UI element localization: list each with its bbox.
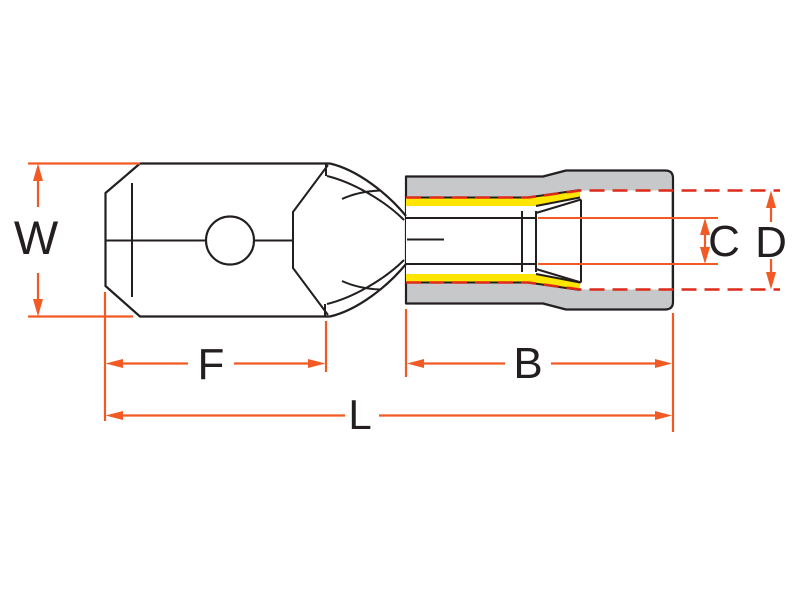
w-arrowhead-down xyxy=(33,299,43,317)
dimension-b-label: B xyxy=(513,339,542,388)
wing-bottom-seam-curve xyxy=(341,280,381,291)
insulation-sleeve xyxy=(404,169,675,311)
d-arrowhead-down xyxy=(766,272,776,290)
dimension-w: W xyxy=(14,162,140,318)
barrel-flare-top xyxy=(535,198,582,214)
dimension-d-label: D xyxy=(755,218,787,267)
dimension-c: C xyxy=(538,217,740,266)
dimension-l-label: L xyxy=(348,391,371,438)
l-arrowhead-left xyxy=(105,411,123,420)
c-arrowhead-down xyxy=(700,247,710,264)
hidden-line-bottom xyxy=(406,281,780,291)
terminal-blade xyxy=(104,162,330,318)
wing-bottom-outer-curve xyxy=(329,263,407,318)
dimension-f: F xyxy=(105,321,328,389)
dimension-d: D xyxy=(755,190,787,290)
barrel-flare-bottom xyxy=(535,268,582,284)
b-arrowhead-right xyxy=(655,359,672,368)
w-arrowhead-up xyxy=(33,163,43,181)
b-arrowhead-left xyxy=(407,359,424,368)
wing-bottom-inner-curve xyxy=(326,259,405,305)
dimension-w-label: W xyxy=(14,211,59,264)
wing-top-inner-curve xyxy=(326,175,405,221)
d-arrowhead-up xyxy=(766,190,776,208)
f-arrowhead-right xyxy=(308,359,326,368)
f-arrowhead-left xyxy=(105,359,123,368)
hidden-lines xyxy=(406,189,780,291)
dimension-c-label: C xyxy=(708,217,740,266)
stripe-bottom-inner-edge xyxy=(535,273,581,284)
hidden-line-top xyxy=(406,189,780,199)
c-arrowhead-up xyxy=(700,218,710,235)
wire-barrel xyxy=(406,198,582,284)
wing-top-outer-curve xyxy=(329,162,407,217)
dimension-f-label: F xyxy=(198,340,225,389)
dimension-b: B xyxy=(404,309,675,432)
stripe-top-inner-edge xyxy=(535,196,581,207)
blade-detent-hole xyxy=(204,215,256,266)
l-arrowhead-right xyxy=(655,411,672,420)
wing-top-seam-curve xyxy=(341,189,381,200)
dimension-l: L xyxy=(103,292,672,438)
transition-wings xyxy=(326,162,407,318)
neck-chamfer xyxy=(292,164,329,316)
